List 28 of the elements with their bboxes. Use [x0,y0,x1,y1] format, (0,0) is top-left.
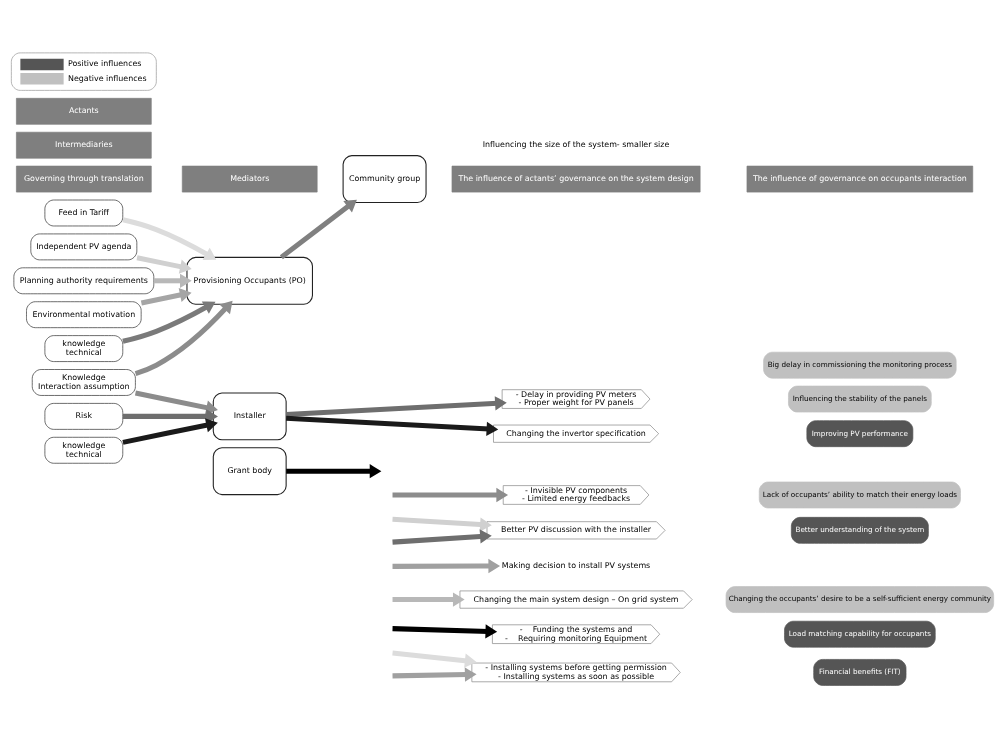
arrow [286,463,382,478]
node-box: Improving PV performance [806,419,914,447]
node-box: Load matching capability for occupants [784,620,936,648]
arrow [136,254,192,274]
arrow [392,516,492,532]
arrow [392,591,465,607]
node-box: Influencing the stability of the panels [788,385,932,412]
arrow [140,287,192,305]
arrow [392,487,509,502]
arrow [392,666,477,682]
arrow [122,300,216,344]
arrow [286,415,499,436]
arrow [134,390,218,415]
arrow [279,199,357,259]
arrow [392,528,492,545]
arrow [392,649,477,668]
arrow [392,623,498,639]
node-box: Lack of occupants’ ability to match their energy loads [758,481,961,508]
arrow [134,300,233,376]
arrow [286,395,507,417]
node-box: Better understanding of the system [791,516,929,544]
node-box: Financial benefits (FIT) [813,658,907,686]
arrow [122,216,217,260]
node-box: Changing the occupants’ desire to be a self-sufficient energy community [725,585,994,613]
arrow [122,417,218,445]
arrow [392,558,501,573]
arrow [153,273,192,288]
node-box: Big delay in commissioning the monitoring process [763,351,957,378]
